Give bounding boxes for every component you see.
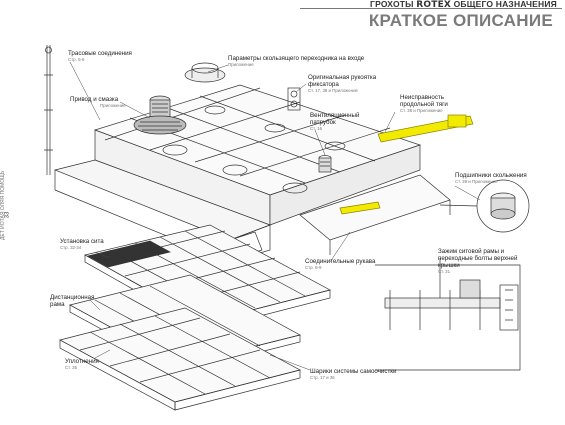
label-clamp: Зажим ситовой рамы и переходные болты ве…: [438, 248, 517, 274]
label-drive-title: Привод и смазка: [70, 96, 119, 103]
label-fault: Неисправность продольной тяги Ст. 38 и П…: [400, 94, 448, 113]
header-rule: [300, 8, 562, 9]
label-clamp-title3: крышки: [438, 262, 460, 270]
screen-frames: [59, 224, 331, 411]
header-pre: ГРОХОТЫ: [370, 0, 414, 9]
suspension-rod: [44, 45, 53, 175]
label-balls-title: Шарики системы самоочистки: [310, 368, 397, 375]
label-params-title: Параметры скользящего переходника на вхо…: [228, 55, 365, 62]
label-balls: Шарики системы самоочистки Стр. 17 и 36: [310, 368, 396, 380]
label-bearings: Подшипники скольжения Ст. 39 и Приложени…: [455, 172, 527, 184]
label-bearings-ref: Ст. 39 и Приложение: [455, 179, 498, 185]
label-fault-title1: Неисправность: [400, 94, 444, 101]
label-fault-title2: продольной тяги: [400, 101, 448, 109]
label-drive: Привод и смазка Приложение: [70, 96, 126, 108]
label-handle-title1: Оригинальная рукоятка: [308, 74, 377, 81]
screener-body: [53, 84, 451, 263]
label-sleeves-title: Соединительные рукава: [305, 258, 376, 265]
page-title: КРАТКОЕ ОПИСАНИЕ: [368, 11, 553, 30]
label-drive-ref: Приложение: [100, 103, 126, 109]
label-params-ref: Приложение: [228, 62, 254, 68]
label-trace-title: Трасовые соединения: [68, 50, 132, 57]
label-seals-ref: Ст. 35: [65, 365, 78, 371]
brand-rotex: ROTEX: [416, 0, 452, 10]
header-post: ОБЩЕГО НАЗНАЧЕНИЯ: [453, 0, 557, 9]
label-params: Параметры скользящего переходника на вхо…: [228, 55, 364, 67]
label-vent-title2: патрубок: [310, 119, 336, 127]
label-sleeves-ref: Стр. 8-9: [305, 265, 322, 271]
label-handle-title2: фиксатора: [308, 81, 339, 89]
inlet-fittings: [133, 62, 226, 135]
label-clamp-title2: переходные болты верхней: [438, 255, 518, 263]
label-distance: Дистанционная рама: [50, 294, 94, 308]
label-fault-ref: Ст. 38 и Приложение: [400, 108, 443, 114]
bearing-detail: [439, 179, 530, 233]
label-trace: Трасовые соединения Стр. 5-6: [68, 50, 132, 62]
label-handle-ref: Ст. 17, 38 и Приложение: [308, 88, 358, 94]
clamp-detail: [375, 258, 521, 371]
label-trace-ref: Стр. 5-6: [68, 57, 85, 63]
label-vent: Вентиляционный патрубок Ст. 16: [310, 112, 359, 131]
callout-leaders: [69, 61, 481, 371]
label-sleeves: Соединительные рукава Стр. 8-9: [305, 258, 375, 270]
label-screen-title: Установка сита: [60, 238, 104, 245]
label-distance-title2: рама: [50, 301, 65, 309]
highlighted-rods: [339, 114, 474, 215]
label-bearings-title: Подшипники скольжения: [455, 172, 527, 179]
label-seals: Уплотнения Ст. 35: [65, 358, 99, 370]
label-clamp-title1: Зажим ситовой рамы и: [438, 248, 505, 255]
label-clamp-ref: Ст. 31: [438, 269, 451, 275]
label-screen: Установка сита Стр. 32-34: [60, 238, 104, 250]
label-screen-ref: Стр. 32-34: [60, 245, 82, 251]
label-vent-title1: Вентиляционный: [310, 112, 360, 119]
label-handle: Оригинальная рукоятка фиксатора Ст. 17, …: [308, 74, 376, 93]
label-seals-title: Уплотнения: [65, 358, 99, 365]
header-line: ГРОХОТЫ ROTEX ОБЩЕГО НАЗНАЧЕНИЯ: [370, 0, 557, 10]
label-balls-ref: Стр. 17 и 36: [310, 375, 335, 381]
handle-and-vent: [287, 87, 332, 173]
label-vent-ref: Ст. 16: [310, 126, 323, 132]
label-distance-title1: Дистанционная: [50, 294, 95, 301]
